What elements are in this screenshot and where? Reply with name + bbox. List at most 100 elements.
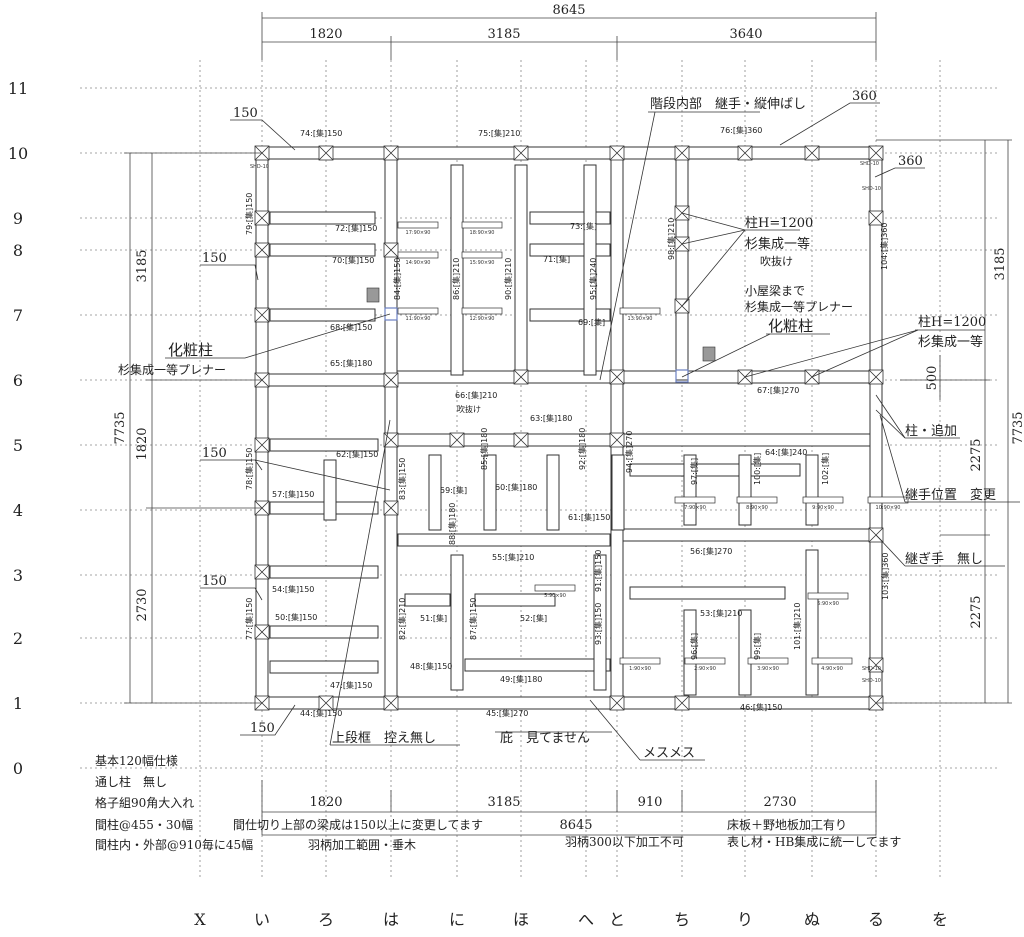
row-label: 11 (8, 79, 28, 98)
column-label: に (449, 910, 465, 929)
label-fukinuke-2: 吹抜け (457, 404, 481, 414)
column-cross (383, 145, 399, 161)
column-mark (868, 369, 884, 385)
annotation-column-h-2: 柱H=1200 (918, 315, 986, 330)
member-label: 93:[集]150 (593, 603, 603, 645)
small-member (867, 496, 909, 504)
member-label: 91:[集]150 (593, 550, 603, 592)
beam (428, 454, 442, 531)
small-member (684, 657, 726, 665)
beam (514, 164, 528, 376)
column-cross (254, 437, 270, 453)
small-member-label: 8:90×90 (746, 505, 768, 511)
note-5: 間柱内・外部@910毎に45幅 (95, 837, 253, 852)
column-label: と (609, 910, 625, 929)
dim-right-total: 7735 (1011, 411, 1024, 444)
dim-bottom-3: 910 (638, 795, 663, 810)
member-label: 60:[集]180 (495, 482, 537, 492)
label-shd-5: SHD-10 (862, 678, 881, 684)
label-shd-1: SHD-10 (250, 164, 269, 170)
column-mark (254, 307, 270, 323)
beam (269, 308, 376, 322)
beam (805, 549, 819, 696)
member-label: 82:[集]210 (397, 598, 407, 640)
dim-left-2: 1820 (135, 427, 150, 460)
small-member-label: 2:90×90 (694, 666, 716, 672)
dim-bottom-1: 1820 (309, 795, 342, 810)
column-cross (383, 432, 399, 448)
annotation-eaves: 庇 見てません (500, 731, 590, 746)
member-label: 72:[集]150 (335, 223, 377, 233)
dim-right-top: 3185 (993, 247, 1008, 280)
stair-hatch (366, 287, 380, 303)
member-label: 50:[集]150 (275, 612, 317, 622)
annotation-150-1: 150 (233, 106, 258, 121)
member-label: 62:[集]150 (336, 449, 378, 459)
annotation-add-column: 柱・追加 (905, 423, 957, 439)
column-mark (868, 657, 884, 673)
column-cross (513, 145, 529, 161)
note-4: 間柱@455・30幅 (95, 817, 193, 832)
dim-top-3: 3640 (729, 27, 762, 42)
small-member (397, 221, 439, 229)
column-mark (609, 369, 625, 385)
beam (483, 454, 497, 531)
member-label: 100:[集] (752, 453, 762, 485)
member-label: 98:[集]210 (666, 218, 676, 260)
beam (269, 565, 379, 579)
column-mark (318, 695, 334, 711)
member-label: 102:[集] (820, 453, 830, 485)
note-floor-board: 床板＋野地板加工有り (727, 818, 847, 832)
small-member-label: 3:90×90 (757, 666, 779, 672)
column-mark (513, 369, 529, 385)
selected-column-marker (384, 307, 398, 321)
small-member-label: 6:90×90 (817, 601, 839, 607)
dim-left-total: 7735 (113, 411, 128, 444)
small-member (397, 251, 439, 259)
annotation-column-h-1: 柱H=1200 (745, 216, 813, 231)
row-label: 8 (13, 241, 23, 260)
small-member (619, 307, 661, 315)
dim-bottom-total: 8645 (559, 818, 592, 833)
annotation-koya: 小屋梁まで (745, 283, 805, 298)
column-cross (609, 369, 625, 385)
column-cross (868, 657, 884, 673)
member-label: 85:[集]180 (479, 428, 489, 470)
small-member-label: 18:90×90 (470, 230, 495, 236)
member-label: 75:[集]210 (478, 128, 520, 138)
dim-top-2: 3185 (487, 27, 520, 42)
column-mark (254, 242, 270, 258)
beam (611, 454, 625, 531)
member-label: 94:[集]270 (624, 431, 634, 473)
member-label: 99:[集] (752, 633, 762, 660)
column-mark (383, 500, 399, 516)
row-label: 1 (13, 694, 23, 713)
small-member (802, 496, 844, 504)
beam (269, 625, 379, 639)
row-label: 5 (13, 436, 23, 455)
small-member (461, 251, 503, 259)
column-cross (674, 145, 690, 161)
annotation-150-2: 150 (202, 251, 227, 266)
member-label: 92:[集]180 (577, 428, 587, 470)
row-label: 4 (13, 501, 23, 520)
leader-lines (165, 102, 1020, 761)
small-member-label: 14:90×90 (406, 260, 431, 266)
column-label: は (383, 910, 399, 929)
beam (683, 609, 697, 696)
member-label: 52:[集] (520, 613, 547, 623)
column-mark (383, 432, 399, 448)
dim-top-total: 8645 (552, 3, 585, 18)
grid-lines (80, 60, 1000, 880)
beam (397, 533, 611, 547)
annotation-upper-frame: 上段框 控え無し (332, 731, 436, 746)
member-label: 68:[集]150 (330, 322, 372, 332)
dim-bottom-4: 2730 (763, 795, 796, 810)
member-label: 87:[集]150 (468, 598, 478, 640)
member-label: 45:[集]270 (486, 708, 528, 718)
beam (616, 433, 877, 447)
member-label: 48:[集]150 (410, 661, 452, 671)
beams (255, 146, 883, 710)
note-1: 基本120幅仕様 (95, 753, 178, 768)
column-mark (609, 145, 625, 161)
